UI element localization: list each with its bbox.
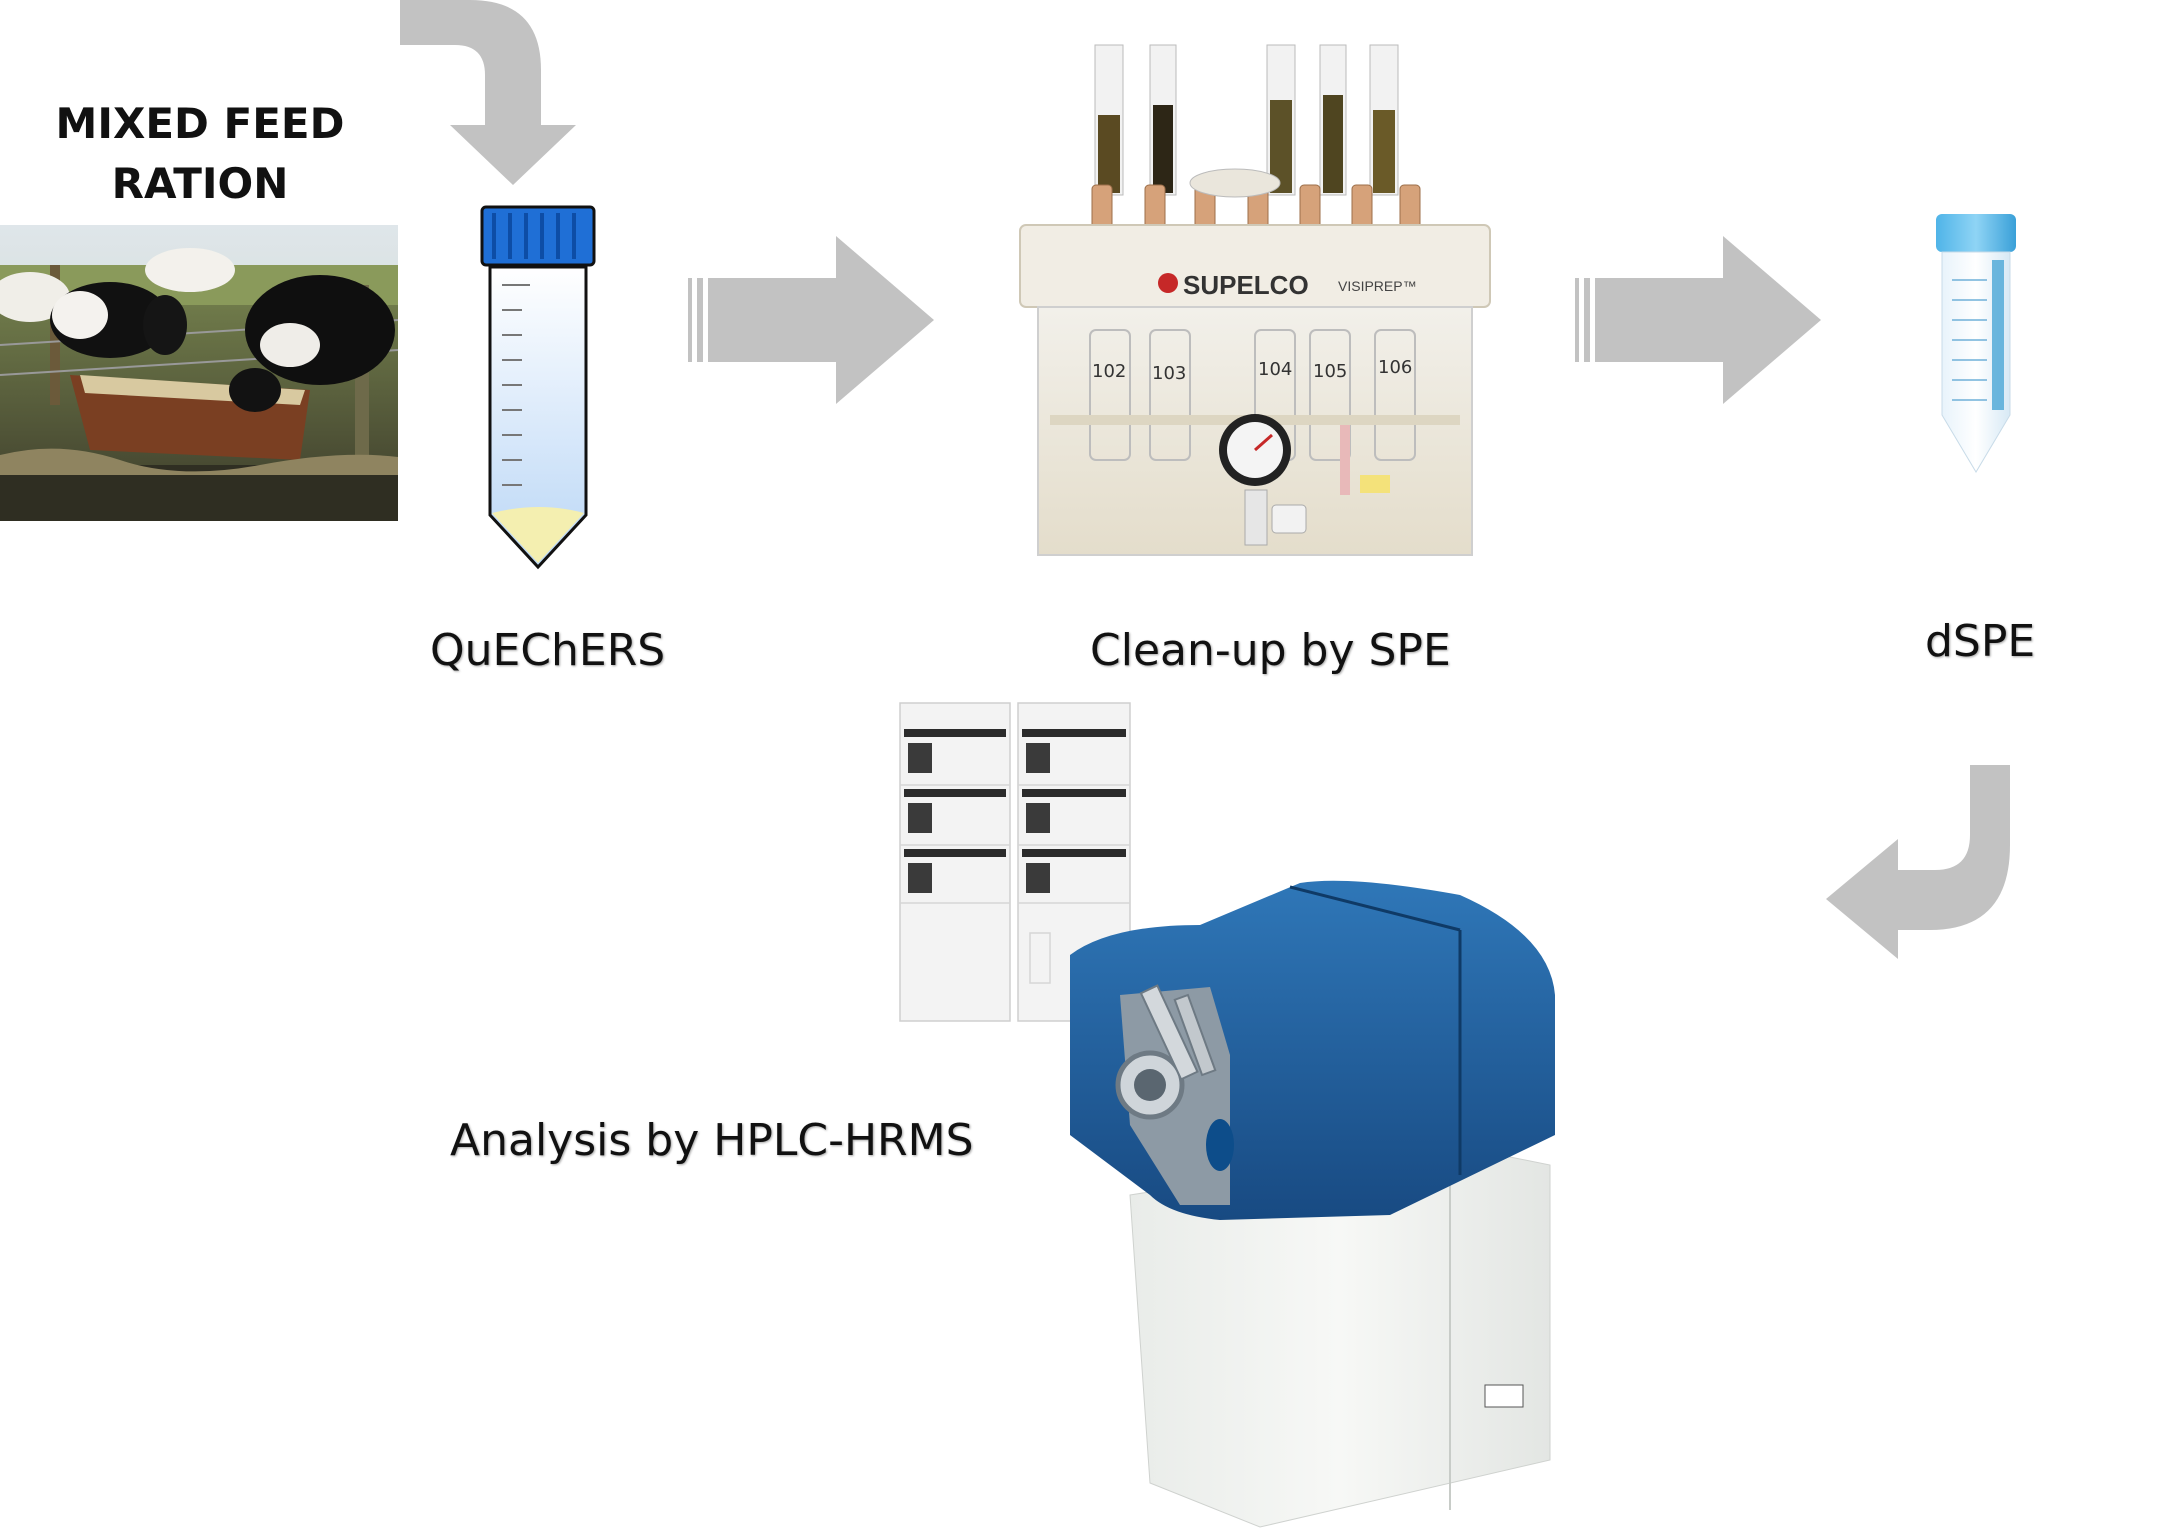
curved-arrow-back-icon [1826,765,2010,959]
dspe-tube-icon [1936,214,2016,473]
supelco-brand-label: SUPELCO [1183,270,1309,300]
arrow-right-icon-1 [688,236,934,404]
vial-number-1: 102 [1092,361,1126,382]
vial-number-5: 106 [1378,357,1412,378]
feed-ration-title: MIXED FEED RATION [20,94,380,214]
quechers-tube-icon [480,205,596,570]
vial-number-4: 105 [1313,361,1347,382]
label-dspe: dSPE [1925,616,2036,667]
spe-manifold-apparatus: SUPELCO VISIPREP™ 102 103 104 105 106 [1019,44,1491,556]
mass-spectrometer-icon [1070,880,1555,1528]
vial-number-3: 104 [1258,359,1292,380]
arrow-right-icon-2 [1575,236,1821,404]
feed-title-line1: MIXED FEED [55,99,345,148]
feed-title-line2: RATION [111,159,289,208]
label-spe: Clean-up by SPE [1090,625,1451,676]
label-analysis: Analysis by HPLC-HRMS [450,1115,974,1166]
label-quechers: QuEChERS [430,625,666,676]
vial-number-2: 103 [1152,363,1186,384]
visiprep-model-label: VISIPREP™ [1338,278,1417,294]
cows-feeding-photo [0,225,399,521]
curved-arrow-down-icon [400,0,576,185]
